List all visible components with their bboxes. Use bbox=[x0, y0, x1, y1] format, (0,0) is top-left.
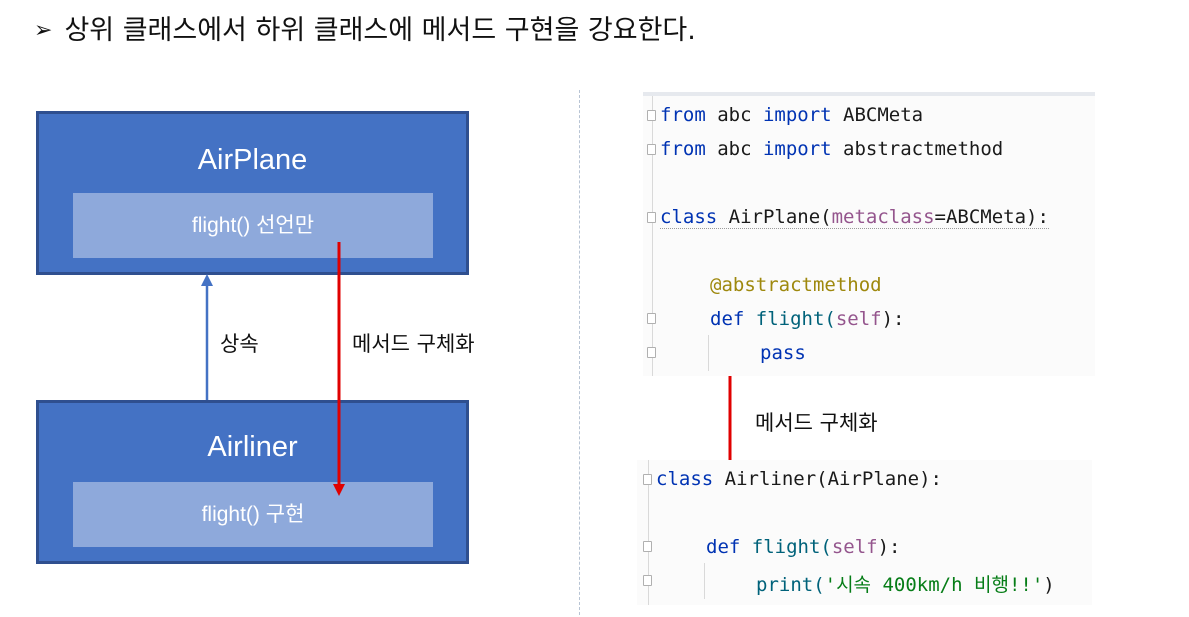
code-line: from abc import ABCMeta bbox=[660, 104, 923, 126]
code-line: def flight(self): bbox=[710, 308, 905, 330]
code-token: class bbox=[660, 206, 718, 228]
child-class-name: Airliner bbox=[207, 431, 298, 463]
code-line: pass bbox=[760, 342, 806, 364]
code-token: flight( bbox=[740, 536, 832, 558]
inherit-label: 상속 bbox=[220, 332, 259, 356]
code-token: class bbox=[656, 468, 714, 490]
child-class-box: Airliner flight() 구현 bbox=[36, 400, 469, 564]
fold-marker-icon bbox=[647, 347, 656, 358]
code-token: =ABCMeta): bbox=[934, 206, 1049, 228]
fold-marker-icon bbox=[643, 575, 652, 586]
code-token: abc bbox=[705, 138, 763, 160]
fold-marker-icon bbox=[643, 474, 652, 485]
fold-marker-icon bbox=[643, 541, 652, 552]
code-panel-bottom bbox=[637, 460, 1092, 605]
code-line: def flight(self): bbox=[706, 536, 901, 558]
code-panel-top-bar bbox=[643, 92, 1095, 96]
impl-label-diagram: 메서드 구체화 bbox=[352, 332, 475, 356]
code-line: from abc import abstractmethod bbox=[660, 138, 1003, 160]
code-line: @abstractmethod bbox=[710, 274, 882, 296]
code-token: ): bbox=[881, 308, 905, 330]
code-token: ABCMeta bbox=[831, 104, 924, 126]
fold-marker-icon bbox=[647, 212, 656, 223]
divider-line bbox=[579, 90, 580, 615]
gutter-line-bottom bbox=[648, 460, 649, 605]
code-panel-top bbox=[643, 96, 1095, 376]
code-token: AirPlane( bbox=[717, 206, 832, 228]
child-method-box: flight() 구현 bbox=[73, 482, 433, 547]
code-token: def bbox=[710, 308, 745, 330]
indent-guide bbox=[708, 335, 709, 371]
impl-label-code: 메서드 구체화 bbox=[755, 411, 878, 435]
gutter-line-top bbox=[652, 96, 653, 376]
code-token: Airliner(AirPlane): bbox=[713, 468, 942, 490]
fold-marker-icon bbox=[647, 144, 656, 155]
parent-method-label: flight() 선언만 bbox=[191, 214, 315, 237]
code-token: import bbox=[762, 138, 832, 160]
code-token: print( bbox=[756, 574, 825, 596]
fold-marker-icon bbox=[647, 110, 656, 121]
slide-title: ➢ 상위 클래스에서 하위 클래스에 메서드 구현을 강요한다. bbox=[34, 8, 696, 47]
code-line: class Airliner(AirPlane): bbox=[656, 468, 942, 490]
code-token: import bbox=[762, 104, 832, 126]
parent-method-box: flight() 선언만 bbox=[73, 193, 433, 258]
code-token: pass bbox=[760, 342, 806, 364]
parent-class-name: AirPlane bbox=[197, 144, 308, 176]
code-line: class AirPlane(metaclass=ABCMeta): bbox=[660, 206, 1049, 229]
inherit-arrow bbox=[201, 274, 213, 400]
code-token: def bbox=[706, 536, 741, 558]
code-token: metaclass bbox=[831, 206, 935, 228]
code-line: print('시속 400km/h 비행!!') bbox=[756, 570, 1055, 597]
fold-marker-icon bbox=[647, 313, 656, 324]
slide-title-text: 상위 클래스에서 하위 클래스에 메서드 구현을 강요한다. bbox=[64, 15, 696, 46]
parent-class-box: AirPlane flight() 선언만 bbox=[36, 111, 469, 275]
code-token: self bbox=[835, 308, 882, 330]
bullet-arrow-icon: ➢ bbox=[34, 18, 53, 43]
code-token: '시속 400km/h 비행!!' bbox=[824, 574, 1044, 596]
child-method-label: flight() 구현 bbox=[201, 503, 305, 526]
code-token: ) bbox=[1043, 574, 1055, 596]
code-token: from bbox=[660, 138, 706, 160]
code-token: self bbox=[831, 536, 878, 558]
indent-guide bbox=[704, 563, 705, 599]
code-token: ): bbox=[877, 536, 901, 558]
code-token: from bbox=[660, 104, 706, 126]
code-token: abc bbox=[705, 104, 763, 126]
code-token: abstractmethod bbox=[831, 138, 1004, 160]
code-token: @abstractmethod bbox=[710, 274, 882, 296]
code-token: flight( bbox=[744, 308, 836, 330]
